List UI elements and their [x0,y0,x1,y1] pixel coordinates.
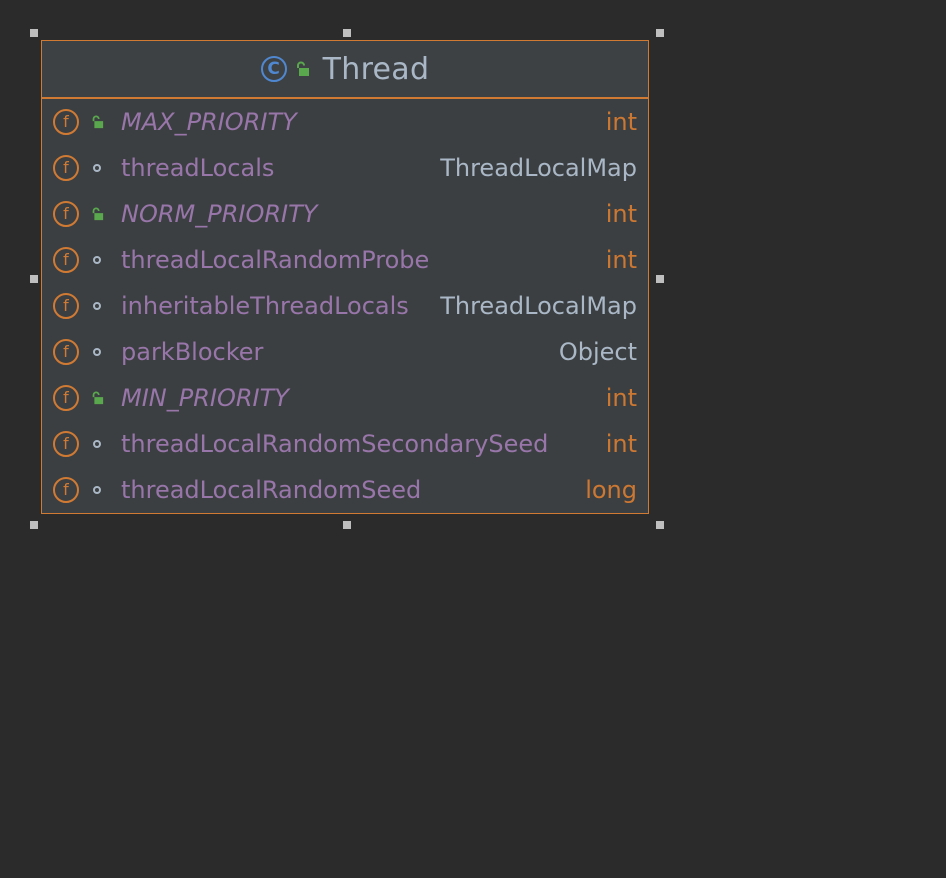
field-type: int [605,200,637,228]
class-name: Thread [322,51,430,87]
field-type: ThreadLocalMap [440,154,637,182]
field-type: long [585,476,637,504]
field-type: Object [558,338,637,366]
field-row[interactable]: f threadLocalRandomSecondarySeed int [42,421,648,467]
field-name: NORM_PRIORITY [121,200,318,228]
selection-handle-bottom-right[interactable] [656,521,664,529]
public-lock-icon [294,61,310,77]
package-private-icon [90,345,104,359]
public-lock-icon [90,391,104,405]
field-icon: f [53,339,79,365]
package-private-icon [90,253,104,267]
package-private-icon [90,161,104,175]
field-icon: f [53,109,79,135]
field-name: MIN_PRIORITY [121,384,289,412]
field-name: threadLocalRandomSecondarySeed [121,430,549,458]
selection-handle-middle-left[interactable] [30,275,38,283]
public-lock-icon [90,115,104,129]
selection-handle-bottom-left[interactable] [30,521,38,529]
field-name: threadLocalRandomProbe [121,246,430,274]
field-row[interactable]: f MIN_PRIORITY int [42,375,648,421]
package-private-icon [90,299,104,313]
field-type: ThreadLocalMap [440,292,637,320]
package-private-icon [90,483,104,497]
field-row[interactable]: f parkBlocker Object [42,329,648,375]
class-header[interactable]: C Thread [42,41,648,99]
selection-handle-top-left[interactable] [30,29,38,37]
field-type: int [605,246,637,274]
field-type: int [605,430,637,458]
field-row[interactable]: f threadLocals ThreadLocalMap [42,145,648,191]
field-row[interactable]: f inheritableThreadLocals ThreadLocalMap [42,283,648,329]
package-private-icon [90,437,104,451]
selection-handle-bottom-center[interactable] [343,521,351,529]
field-row[interactable]: f threadLocalRandomProbe int [42,237,648,283]
field-icon: f [53,247,79,273]
field-icon: f [53,293,79,319]
field-name: inheritableThreadLocals [121,292,409,320]
field-row[interactable]: f threadLocalRandomSeed long [42,467,648,513]
field-icon: f [53,385,79,411]
field-name: parkBlocker [121,338,264,366]
field-row[interactable]: f NORM_PRIORITY int [42,191,648,237]
selection-handle-top-center[interactable] [343,29,351,37]
field-row[interactable]: f MAX_PRIORITY int [42,99,648,145]
field-name: threadLocalRandomSeed [121,476,422,504]
selection-handle-top-right[interactable] [656,29,664,37]
field-icon: f [53,477,79,503]
field-type: int [605,108,637,136]
field-name: threadLocals [121,154,275,182]
class-icon: C [260,56,287,82]
field-type: int [605,384,637,412]
selection-handle-middle-right[interactable] [656,275,664,283]
field-icon: f [53,201,79,227]
public-lock-icon [90,207,104,221]
field-icon: f [53,431,79,457]
field-name: MAX_PRIORITY [121,108,297,136]
field-icon: f [53,155,79,181]
